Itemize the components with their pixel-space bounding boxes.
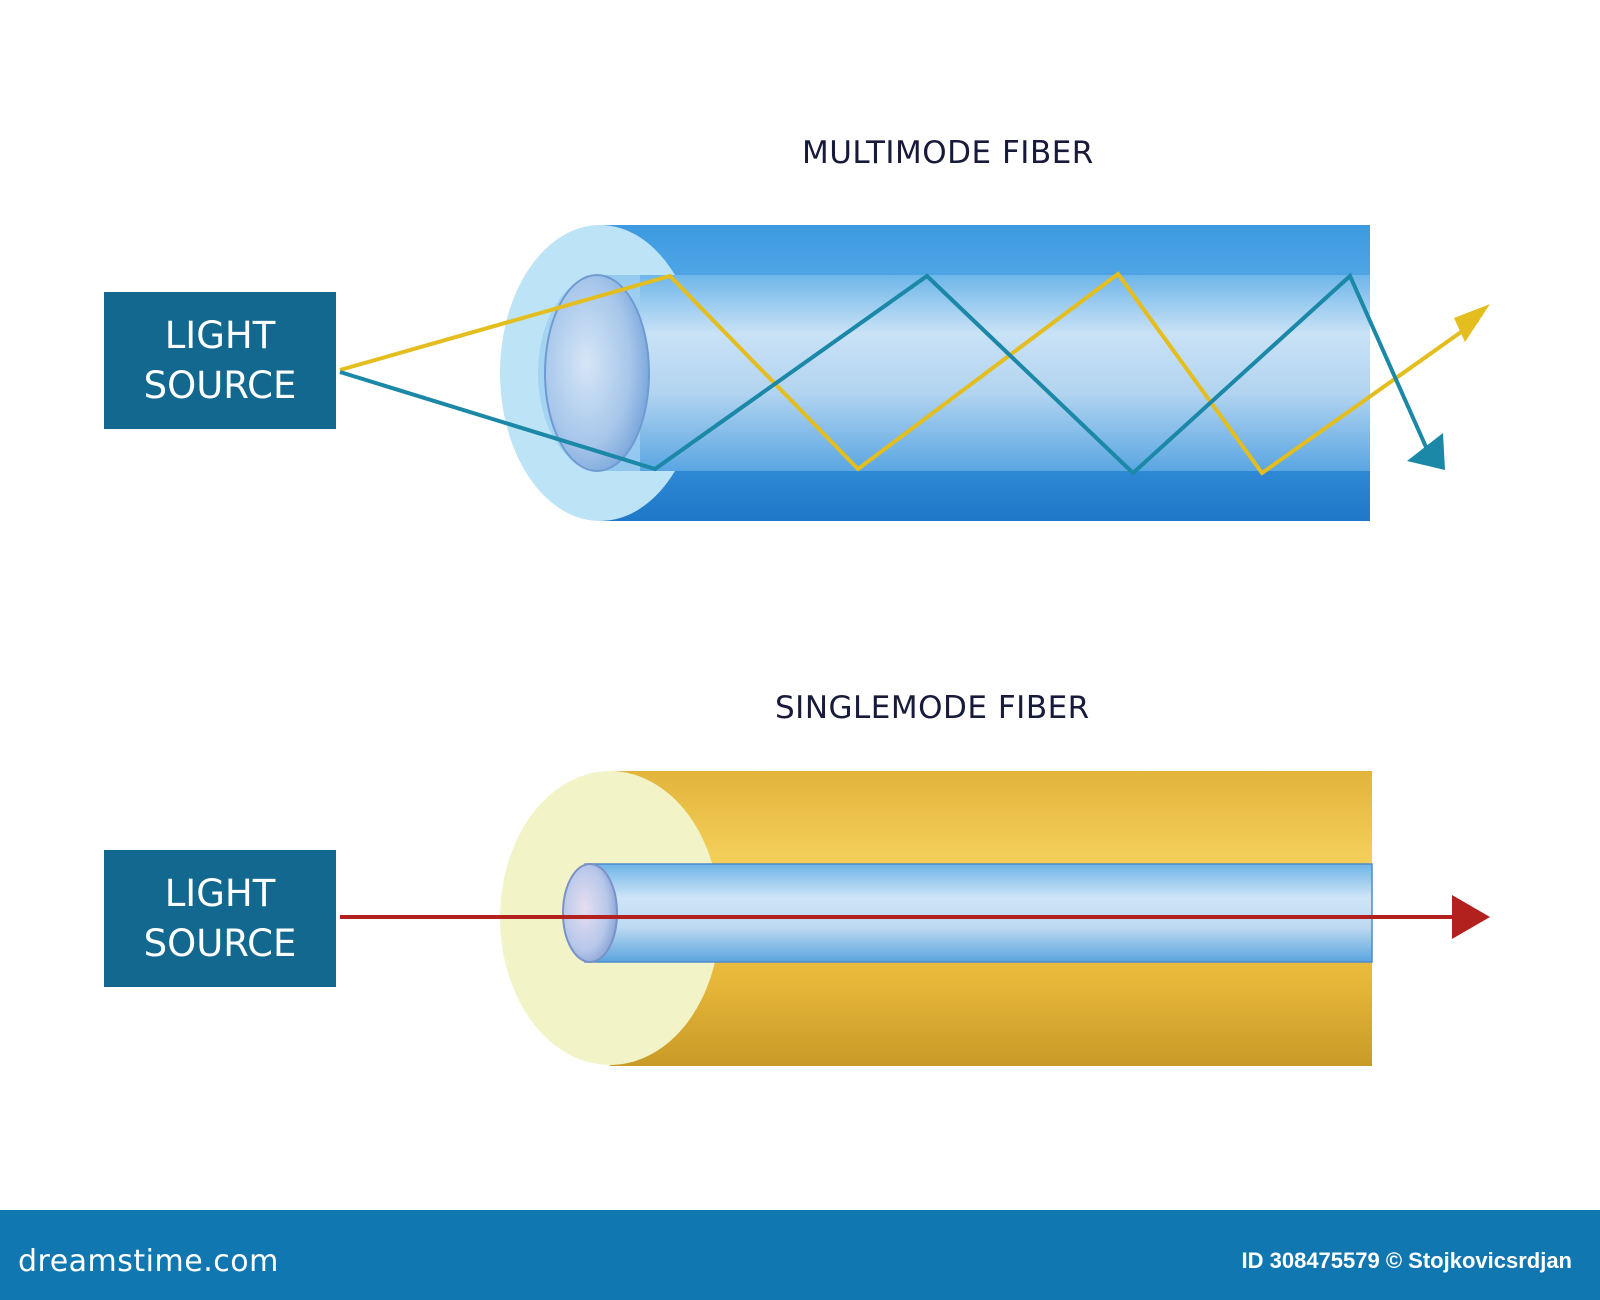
multimode-light-source-line1: LIGHT (164, 313, 276, 357)
multimode-ray-yellow (339, 271, 1480, 476)
footer-bar: dreamstime.com ID 308475579 © Stojkovics… (0, 1210, 1600, 1300)
multimode-core-lens (544, 274, 650, 472)
singlemode-ray-red-arrowhead (1452, 895, 1490, 939)
singlemode-title: SINGLEMODE FIBER (775, 690, 1090, 726)
multimode-light-source-line2: SOURCE (143, 363, 297, 407)
singlemode-light-source-line1: LIGHT (164, 871, 276, 915)
singlemode-core-lens (562, 863, 618, 963)
multimode-light-source-box: LIGHT SOURCE (104, 292, 336, 429)
multimode-ray-teal (339, 272, 1432, 476)
multimode-ray-teal-arrowhead (1407, 433, 1445, 470)
multimode-ray-yellow-arrowhead (1454, 304, 1490, 342)
multimode-core (595, 275, 1370, 471)
multimode-fiber-cable (500, 225, 1370, 521)
singlemode-core (584, 863, 1373, 963)
footer-credit: ID 308475579 © Stojkovicsrdjan (1241, 1248, 1573, 1273)
footer-logo: dreamstime.com (18, 1244, 279, 1279)
multimode-title: MULTIMODE FIBER (802, 135, 1094, 171)
singlemode-light-source-box: LIGHT SOURCE (104, 850, 336, 987)
fiber-diagram-graphic (339, 225, 1490, 1066)
singlemode-light-source-line2: SOURCE (143, 921, 297, 965)
